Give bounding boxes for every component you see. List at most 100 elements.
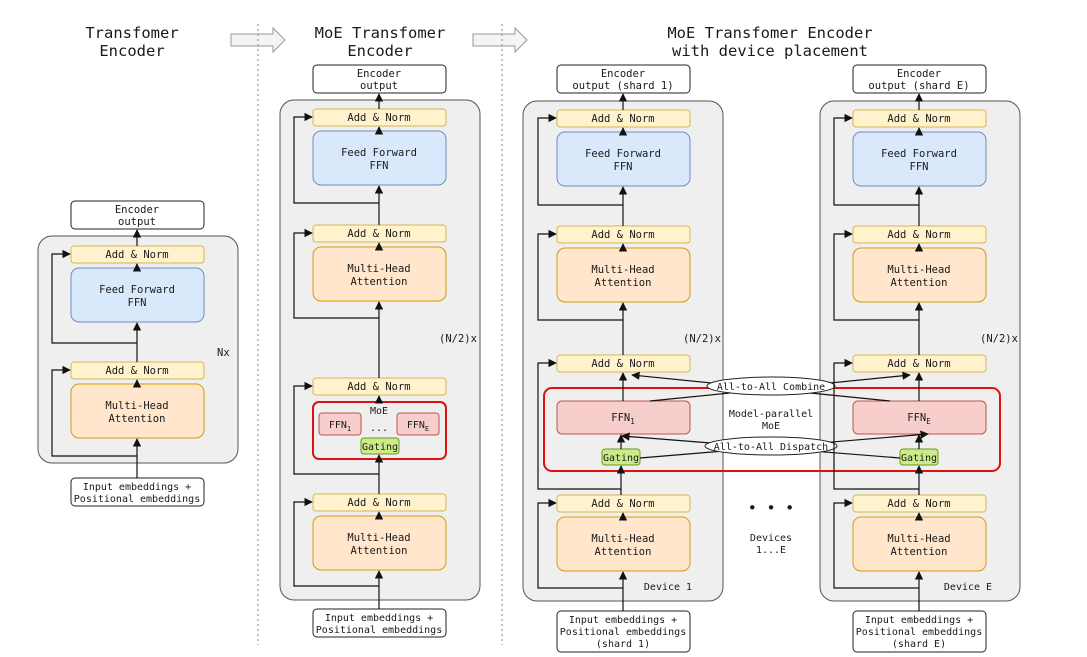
dev1-add-norm-1-label: Add & Norm: [591, 113, 654, 125]
devE-attn-1-line1: Multi-Head: [887, 264, 950, 276]
all-to-all-dispatch-label: All-to-All Dispatch: [714, 442, 828, 453]
devE-attn-2-line2: Attention: [891, 546, 948, 558]
col2-expert-ffn1-label: FFN1: [329, 420, 351, 433]
col2-moe-transformer-encoder: Encoder output Add & Norm Feed Forward F…: [279, 64, 481, 638]
title-col1-line1: Transfomer: [85, 24, 178, 42]
dev1-output-line2: output (shard 1): [572, 80, 673, 92]
devE-residual-3: [833, 229, 919, 321]
title-col2-line2: Encoder: [347, 42, 412, 60]
devE-residual-1: [833, 498, 919, 589]
devE-gating-label: Gating: [901, 453, 937, 464]
col2-ffn1-sub: 1: [347, 425, 351, 433]
col1-input-line1: Input embeddings +: [83, 482, 191, 493]
devE-input-line1: Input embeddings +: [865, 615, 973, 626]
col1-encoder-output: [70, 200, 205, 230]
col1-residual-attn: [51, 365, 137, 457]
col2-ffnE-sub: E: [425, 425, 429, 433]
devE-add-norm-1-label: Add & Norm: [887, 113, 950, 125]
title-col2-line1: MoE Transfomer: [315, 24, 446, 42]
big-arrow-2: [472, 26, 528, 54]
devE-add-norm-3-label: Add & Norm: [887, 358, 950, 370]
col2-moe-label: MoE: [370, 406, 388, 417]
devE-add-norm-2-label: Add & Norm: [887, 229, 950, 241]
col2-input-line2: Positional embeddings: [316, 625, 442, 636]
col2-ffn1-base: FFN: [329, 420, 347, 431]
dev1-input-line3: (shard 1): [596, 639, 650, 650]
all-to-all-combine-oval: [706, 376, 836, 396]
devE-add-norm-4-label: Add & Norm: [887, 498, 950, 510]
devE-attn-1-line2: Attention: [891, 277, 948, 289]
col2-attn-2-line1: Multi-Head: [347, 532, 410, 544]
col1-ffn-line2: FFN: [128, 297, 147, 309]
col1-add-norm-top-label: Add & Norm: [105, 249, 168, 261]
devE-encoder-output: [852, 64, 987, 94]
dev1-residual-2: [537, 358, 621, 490]
col2-residual-2: [293, 381, 379, 475]
dev1-output-line1: Encoder: [601, 68, 645, 80]
dev1-gating-label: Gating: [603, 453, 639, 464]
devE-residual-4: [833, 113, 919, 206]
devE-ffnE-sub: E: [926, 417, 931, 426]
dev1-ffn1-sub: 1: [630, 417, 635, 426]
col2-ffn-line1: Feed Forward: [341, 147, 417, 159]
dev1-add-norm-4: [556, 494, 691, 513]
title-col3-line2: with device placement: [672, 42, 868, 60]
devE-ffnE-base: FFN: [907, 412, 926, 424]
col1-output-line2: output: [118, 216, 156, 228]
devices-line2: 1...E: [756, 545, 786, 556]
dev1-attn-2-line1: Multi-Head: [591, 533, 654, 545]
devE-residual-2: [833, 358, 919, 490]
col2-input-line1: Input embeddings +: [325, 613, 433, 624]
col2-encoder-output: [312, 64, 447, 94]
col2-attn-1-line2: Attention: [351, 276, 408, 288]
dev1-encoder-output: [556, 64, 691, 94]
col2-output-line1: Encoder: [357, 68, 401, 80]
dev1-add-norm-4-label: Add & Norm: [591, 498, 654, 510]
col2-add-norm-2-label: Add & Norm: [347, 228, 410, 240]
col2-residual-4: [293, 112, 379, 204]
devices-dots: • • •: [748, 499, 795, 517]
devE-expert-ffnE-label: FFNE: [907, 412, 931, 426]
dev1-attn-2-line2: Attention: [595, 546, 652, 558]
dev1-attn-1-line2: Attention: [595, 277, 652, 289]
col2-attn-2-line2: Attention: [351, 545, 408, 557]
dev1-attn-1-line1: Multi-Head: [591, 264, 654, 276]
devE-attn-2-line1: Multi-Head: [887, 533, 950, 545]
title-col1-line2: Encoder: [99, 42, 164, 60]
col2-repeat-label: (N/2)x: [439, 333, 477, 345]
col1-attn-line2: Attention: [109, 413, 166, 425]
dev1-device-label: Device 1: [644, 582, 692, 593]
dev1-ffn-line2: FFN: [614, 161, 633, 173]
title-col3-line1: MoE Transfomer Encoder: [667, 24, 872, 42]
col2-residual-1: [293, 497, 379, 587]
col2-ffnE-base: FFN: [407, 420, 425, 431]
col2-attn-1-line1: Multi-Head: [347, 263, 410, 275]
col1-ffn-line1: Feed Forward: [99, 284, 175, 296]
dev1-expert-ffn1-label: FFN1: [611, 412, 634, 426]
dev1-ffn1-base: FFN: [611, 412, 630, 424]
devE-device-label: Device E: [944, 582, 992, 593]
col2-add-norm-4-label: Add & Norm: [347, 497, 410, 509]
col1-transformer-encoder: Encoder output Add & Norm Feed Forward F…: [37, 200, 239, 507]
col1-input-line2: Positional embeddings: [74, 494, 200, 505]
dev1-input-line2: Positional embeddings: [560, 627, 686, 638]
col1-residual-ffn: [51, 249, 137, 344]
col1-output-line1: Encoder: [115, 204, 159, 216]
dev1-residual-4: [537, 113, 623, 206]
col1-attn-line1: Multi-Head: [105, 400, 168, 412]
devices-line1: Devices: [750, 533, 792, 544]
devE-input-line2: Positional embeddings: [856, 627, 982, 638]
dev1-add-norm-3-label: Add & Norm: [591, 358, 654, 370]
dev1-residual-1: [537, 498, 623, 589]
devE-repeat-label: (N/2)x: [980, 333, 1018, 345]
dev1-add-norm-2-label: Add & Norm: [591, 229, 654, 241]
dev1-repeat-label: (N/2)x: [683, 333, 721, 345]
col2-output-line2: output: [360, 80, 398, 92]
dev1-residual-3: [537, 229, 623, 321]
col2-gating: [360, 437, 400, 455]
all-to-all-combine-label: All-to-All Combine: [717, 382, 825, 393]
col2-ffn-line2: FFN: [370, 160, 389, 172]
col2-add-norm-3-label: Add & Norm: [347, 381, 410, 393]
devE-input-line3: (shard E): [892, 639, 946, 650]
